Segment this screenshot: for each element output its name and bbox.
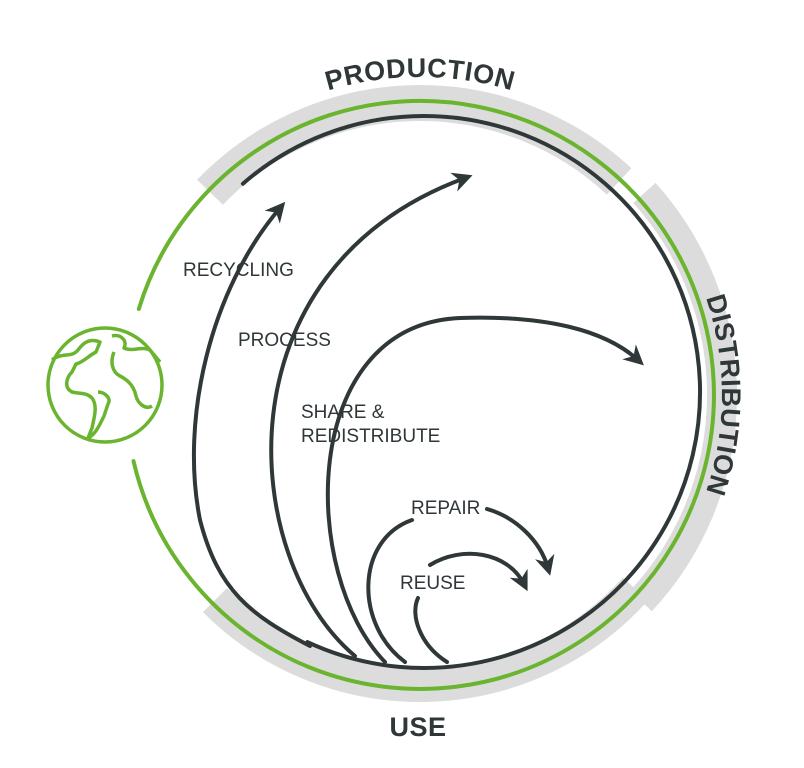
loop-label-redistribute: REDISTRIBUTE	[301, 426, 440, 447]
use-band	[202, 577, 649, 702]
loop-label-repair: REPAIR	[411, 498, 480, 519]
main-cycle-line	[240, 113, 703, 670]
repair-line	[366, 518, 414, 664]
loop-label-reuse: REUSE	[400, 573, 465, 594]
process-arrow	[269, 172, 473, 658]
reuse-line	[413, 596, 449, 664]
earth-loop-line	[131, 98, 716, 691]
distribution-band	[629, 182, 737, 612]
globe-icon	[46, 326, 164, 444]
production-band	[197, 85, 632, 205]
stage-label-use: USE	[389, 712, 446, 742]
share-arrow	[325, 315, 644, 664]
repair-arrow	[485, 507, 555, 576]
loop-label-share: SHARE &	[301, 402, 385, 423]
reuse-arrow	[428, 551, 528, 592]
recycling-arrow	[191, 201, 312, 648]
loop-label-process: PROCESS	[238, 330, 331, 351]
loop-label-recycling: RECYCLING	[183, 260, 294, 281]
